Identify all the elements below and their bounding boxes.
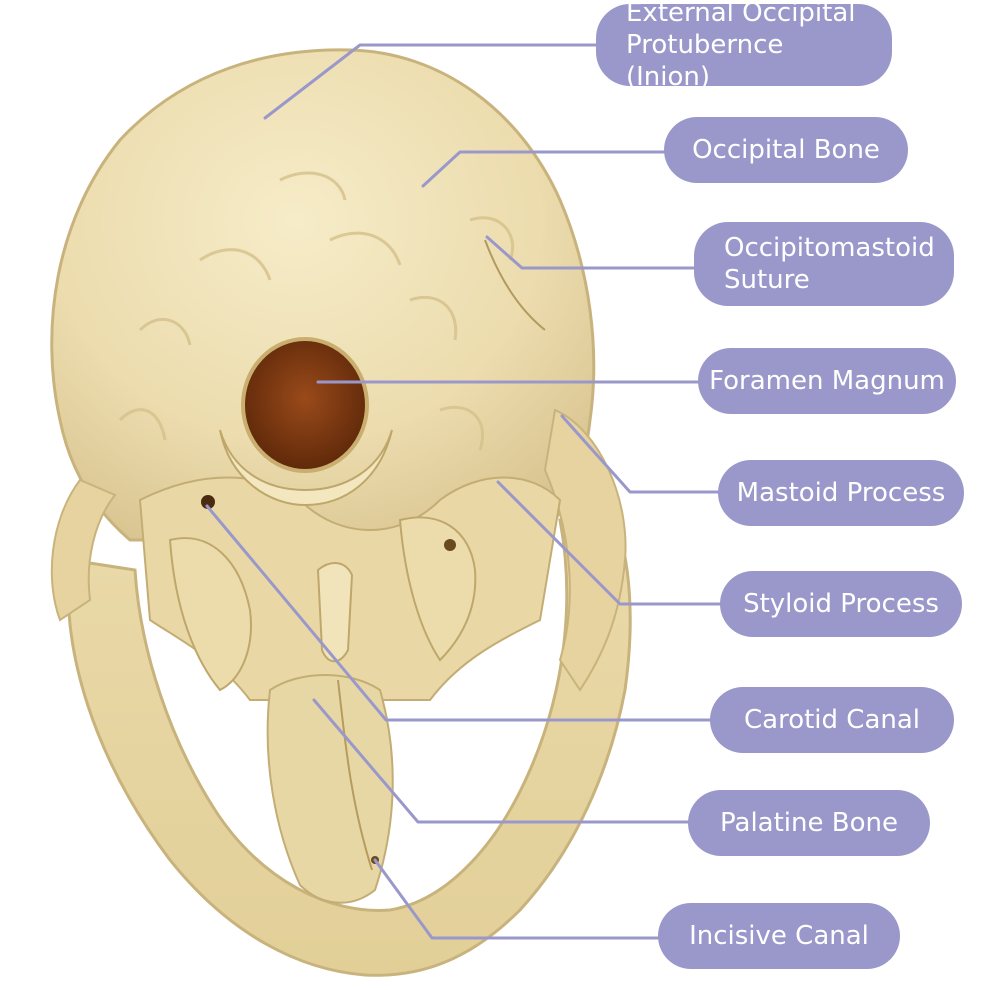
mandible [66,518,632,977]
label-occipital-bone-text: Occipital Bone [692,135,880,165]
label-foramen-magnum-text: Foramen Magnum [709,366,945,396]
palate-shape [266,674,394,904]
pterygoid-right [398,516,477,662]
vomer-shape [316,562,354,663]
leader-incisive-canal [373,858,662,940]
leader-mastoid-process [560,414,722,494]
label-carotid-canal: Carotid Canal [710,687,954,753]
mastoid-right-shape [543,408,627,692]
label-occipitomastoid-suture: Occipitomastoid Suture [694,222,954,306]
suture-line [484,239,546,331]
occipital-condyles [219,429,393,507]
label-incisive-canal: Incisive Canal [658,903,900,969]
canal-hole-right [444,539,456,551]
label-occipitomastoid-suture-text: Occipitomastoid Suture [724,233,935,295]
label-foramen-magnum: Foramen Magnum [698,348,956,414]
leader-occipitomastoid-suture [485,235,697,270]
label-incisive-canal-text: Incisive Canal [689,921,869,951]
label-carotid-canal-text: Carotid Canal [743,705,921,735]
label-mastoid-process-text: Mastoid Process [736,478,946,508]
foramen-magnum-hole [241,337,369,473]
label-palatine-bone: Palatine Bone [688,790,930,856]
bone-texture [118,171,515,451]
leader-inion [263,43,602,120]
label-occipital-bone: Occipital Bone [664,117,908,183]
leader-styloid-process [496,480,722,606]
carotid-canal-hole [201,495,215,509]
label-palatine-bone-text: Palatine Bone [720,808,898,838]
label-mastoid-process: Mastoid Process [718,460,964,526]
pterygoid-left [168,537,252,692]
label-styloid-process-text: Styloid Process [743,589,939,619]
leader-carotid-canal [205,504,714,722]
label-styloid-process: Styloid Process [720,571,962,637]
mastoid-left-shape [50,478,117,622]
label-inion-text: External Occipital Protubernce (Inion) [626,0,856,92]
leader-occipital-bone [421,150,667,188]
leader-palatine-bone [312,698,692,824]
label-inion: External Occipital Protubernce (Inion) [596,0,892,92]
palatine-suture [337,679,373,871]
